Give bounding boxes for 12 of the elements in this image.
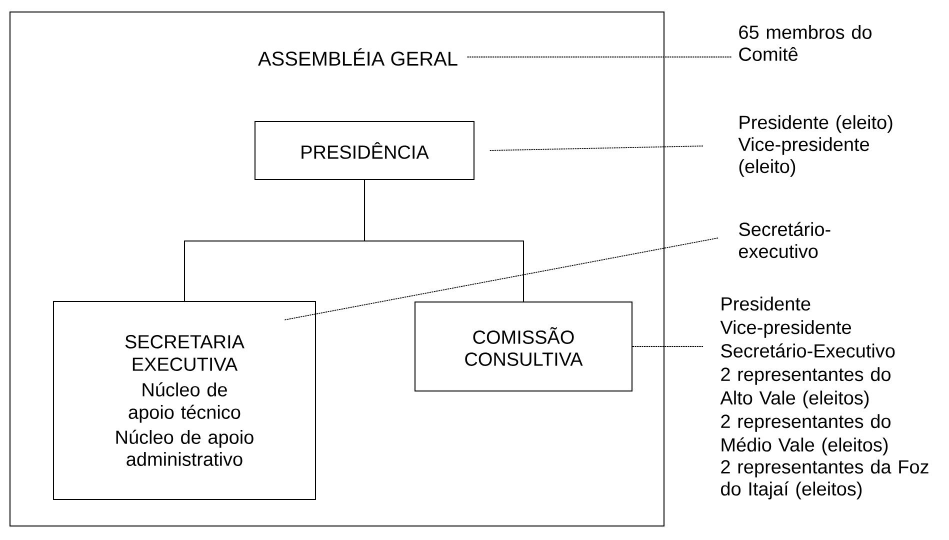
annotation-text: 65 membros do Comitê <box>739 25 872 61</box>
leader-line <box>632 346 704 347</box>
leader-line <box>284 238 718 320</box>
leader-line <box>489 146 704 151</box>
process-box: PRESIDÊNCIA <box>254 121 474 180</box>
annotation-text: Presidente Vice-presidente Secretário-Executivo 2 representantes do Alto Vale (eleitos) 2 representantes do Médio Vale (eleitos) 2 representantes da Foz do Itajaí (eleitos) <box>720 296 928 500</box>
process-box: SECRETARIA EXECUTIVA Núcleo de apoio técnico Núcleo de apoio administrativo <box>53 301 316 500</box>
annotation-text: Presidente (eleito) Vice-presidente (eleito) <box>738 115 892 177</box>
leader-line <box>466 56 732 58</box>
annotation-text: Secretário-executivo <box>739 222 830 258</box>
process-box: COMISSÃO CONSULTIVA <box>414 302 633 392</box>
connector-line <box>364 180 524 302</box>
